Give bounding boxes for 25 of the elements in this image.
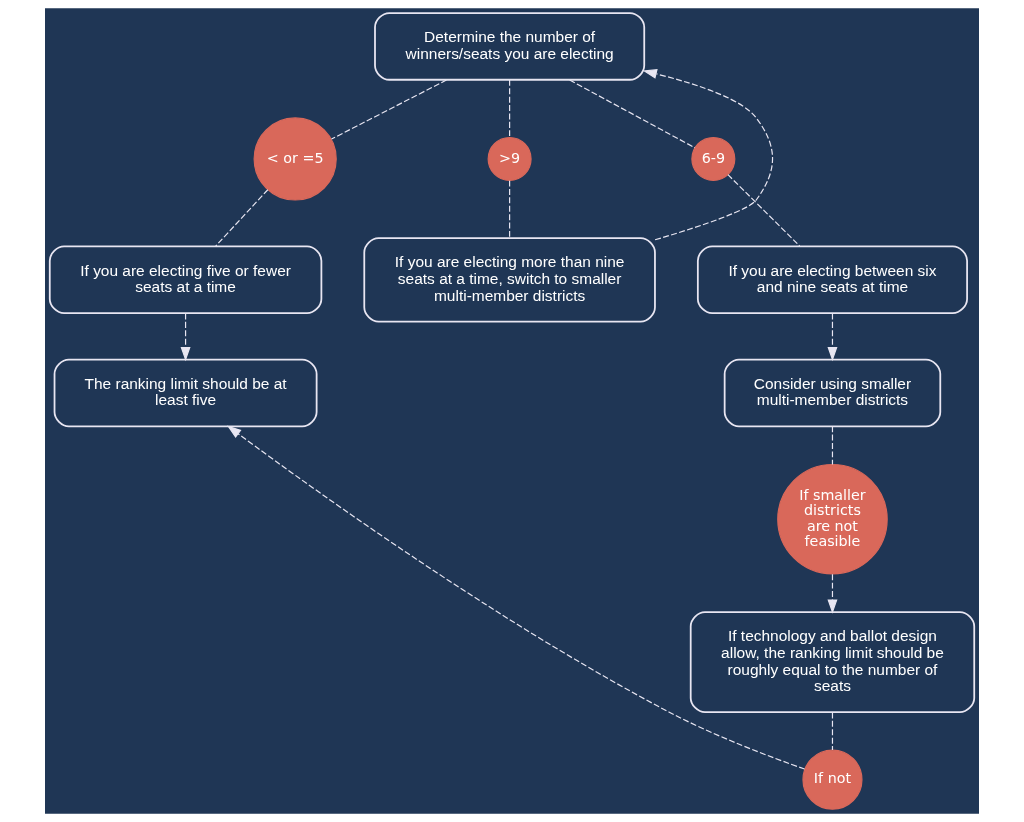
node-box: If you are electing more than nine seats at a time, switch to smaller multi-member districts [363, 237, 656, 323]
arrow [180, 313, 191, 362]
node-box: If you are electing five or fewer seats at a time [48, 245, 323, 315]
node-circle: If smaller districts are not feasible [777, 463, 888, 575]
arrow [827, 573, 838, 614]
connector [330, 79, 448, 140]
connector [569, 79, 696, 149]
arrow [642, 69, 774, 241]
connector [215, 189, 269, 247]
connector [831, 711, 834, 751]
connector [831, 425, 834, 465]
node-circle: < or =5 [253, 117, 337, 201]
node-box: Determine the number of winners/seats you are electing [374, 12, 646, 81]
connector [509, 79, 511, 138]
node-circle: 6-9 [691, 136, 736, 181]
connector [727, 174, 801, 247]
connector [509, 180, 511, 239]
node-circle: If not [802, 749, 863, 810]
node-box: Consider using smaller multi-member districts [723, 358, 942, 428]
arrow [827, 313, 838, 362]
node-circle: >9 [487, 136, 532, 181]
arrow [227, 425, 806, 770]
node-box: If technology and ballot design allow, the ranking limit should be roughly equal to the number of seats [689, 611, 976, 714]
node-box: If you are electing between six and nine seats at time [696, 245, 968, 315]
node-box: The ranking limit should be at least five [53, 358, 318, 428]
